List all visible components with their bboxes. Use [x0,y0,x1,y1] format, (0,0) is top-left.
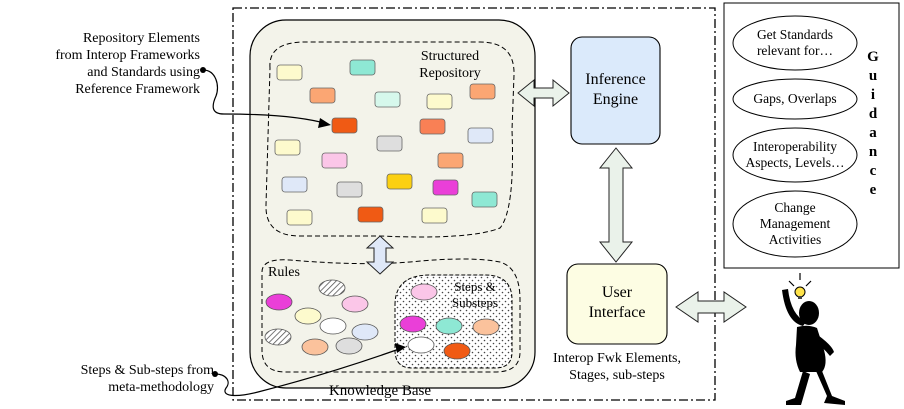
repo-engine-arrow [517,78,570,108]
repo-element [467,127,494,144]
rules-region [261,258,521,373]
repo-element [432,179,459,196]
annotation-steps-from: Steps & Sub-steps from meta-methodology [80,363,214,395]
knowledge-base-label: Knowledge Base [328,383,432,399]
guidance-oval-3 [732,127,858,183]
repo-element [281,176,308,193]
rule-element [351,323,379,341]
guidance-oval-2 [732,78,858,120]
repo-element [331,117,358,134]
rule-element [319,317,347,335]
guidance-item-2: Gaps, Overlaps [753,91,837,106]
repo-element [419,118,446,135]
repo-element [426,93,453,110]
annotation-repository-elements: Repository Elements from Interop Framewo… [55,31,200,97]
repo-element [471,191,498,208]
structured-repository-label: Structured Repository [419,49,481,81]
step-element [399,315,427,333]
repo-element [357,206,384,223]
rules-label: Rules [268,265,300,280]
rule-element [264,328,292,346]
guidance-oval-4 [732,190,858,258]
connector-steps [212,343,406,397]
rule-element [335,337,363,355]
repository-elements [274,59,498,226]
inference-engine-box [570,36,661,145]
steps-substeps-label: Steps & Substeps [451,279,499,310]
rule-element [294,307,322,325]
rule-element [318,279,346,297]
structured-repository-region [265,41,515,238]
rule-element [341,295,369,313]
engine-ui-arrow [598,147,634,263]
ui-user-arrow [675,291,747,323]
repo-element [286,209,313,226]
interop-caption: Interop Fwk Elements, Stages, sub-steps [553,351,681,383]
repo-element [421,207,448,224]
repo-element [374,91,401,108]
rule-element [265,293,293,311]
step-elements [399,283,500,360]
connector-repo [200,67,331,128]
repo-rules-arrow [365,235,395,275]
rule-elements [264,279,379,356]
repo-element [376,135,403,152]
rule-element [301,338,329,356]
repo-element [336,181,363,198]
lightbulb-icon [788,273,812,299]
repo-element [309,87,336,104]
user-interface-label: User Interface [588,284,646,321]
repo-element [276,64,303,81]
step-element [435,317,463,335]
repo-element [349,59,376,76]
repo-element [386,173,413,190]
user-figure-icon [782,273,845,405]
step-element [410,283,438,301]
inference-engine-label: Inference Engine [585,71,646,108]
guidance-oval-1 [732,15,858,71]
repo-element [274,139,301,156]
step-element [472,318,500,336]
user-interface-box [566,263,668,345]
repo-element [321,152,348,169]
system-boundary [232,7,716,401]
step-element [443,342,471,360]
repo-element [437,152,464,169]
step-element [407,336,435,354]
repo-element [469,83,496,100]
